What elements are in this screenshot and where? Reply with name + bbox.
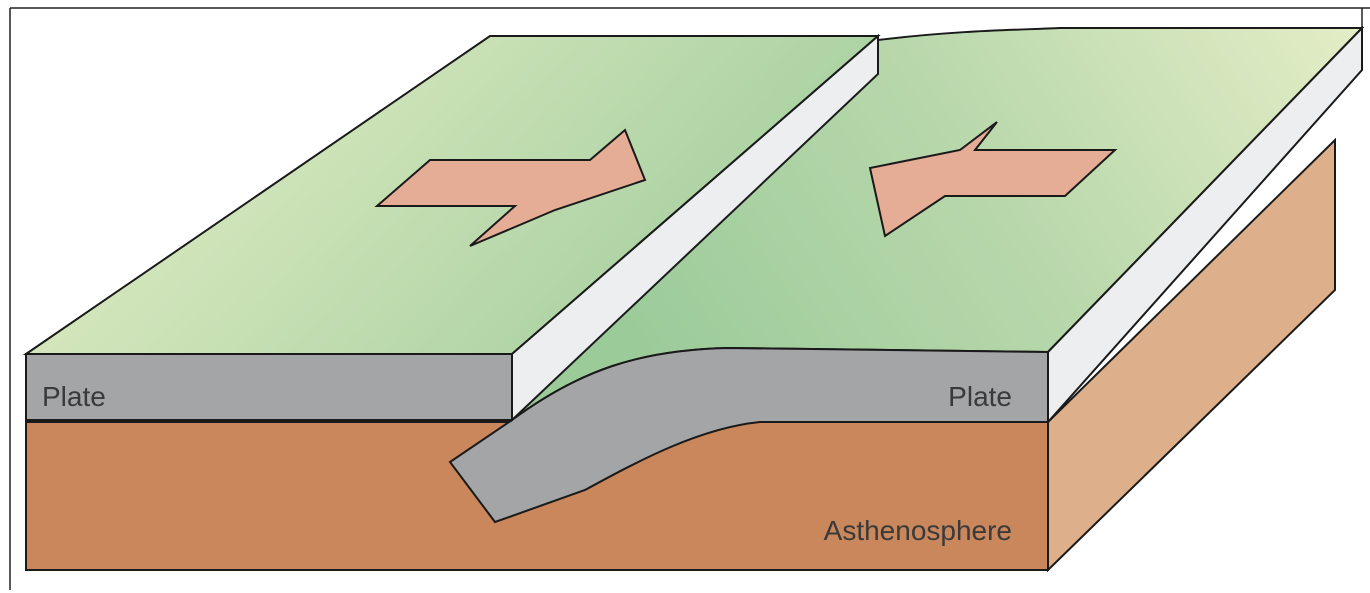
right-plate-label: Plate <box>948 381 1012 412</box>
asthenosphere-label: Asthenosphere <box>824 515 1012 546</box>
left-plate-label: Plate <box>42 381 106 412</box>
